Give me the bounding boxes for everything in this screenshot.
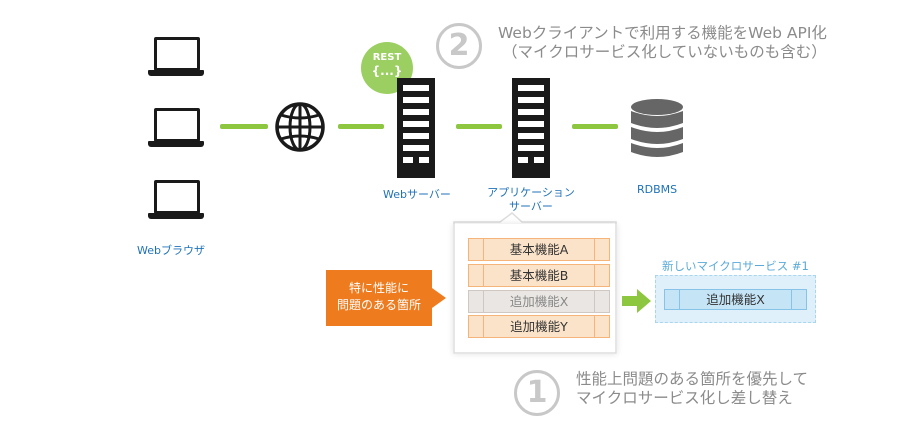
laptop-icon (148, 180, 204, 224)
rest-badge: REST {...} (361, 42, 413, 94)
server-icon (397, 78, 435, 178)
function-row: 基本機能A (468, 238, 610, 261)
laptop-icon (148, 37, 204, 81)
link-line (456, 124, 502, 129)
microservice-function: 追加機能X (664, 289, 807, 310)
laptop-icon (148, 108, 204, 152)
microservice-title: 新しいマイクロサービス #1 (662, 259, 809, 273)
link-line (338, 124, 384, 129)
database-icon (631, 99, 683, 157)
link-line (220, 124, 268, 129)
function-row: 追加機能Y (468, 315, 610, 338)
function-row: 追加機能X (468, 290, 610, 313)
step2-text: Webクライアントで利用する機能をWeb API化 （マイクロサービス化していな… (498, 24, 827, 61)
step2-number: 2 (436, 23, 482, 69)
browser-label: Webブラウザ (137, 244, 205, 257)
globe-icon (275, 102, 325, 152)
app-server-label: アプリケーション サーバー (487, 186, 575, 213)
link-line (572, 124, 618, 129)
function-row: 基本機能B (468, 264, 610, 287)
server-icon (512, 78, 550, 178)
web-server-label: Webサーバー (383, 188, 451, 201)
step1-text: 性能上問題のある箇所を優先して マイクロサービス化し差し替え (576, 370, 809, 407)
callout-pointer (432, 288, 446, 308)
performance-callout: 特に性能に 問題のある箇所 (326, 270, 432, 326)
step1-number: 1 (514, 370, 560, 416)
rdbms-label: RDBMS (637, 183, 678, 196)
arrow-right-icon (622, 289, 651, 313)
